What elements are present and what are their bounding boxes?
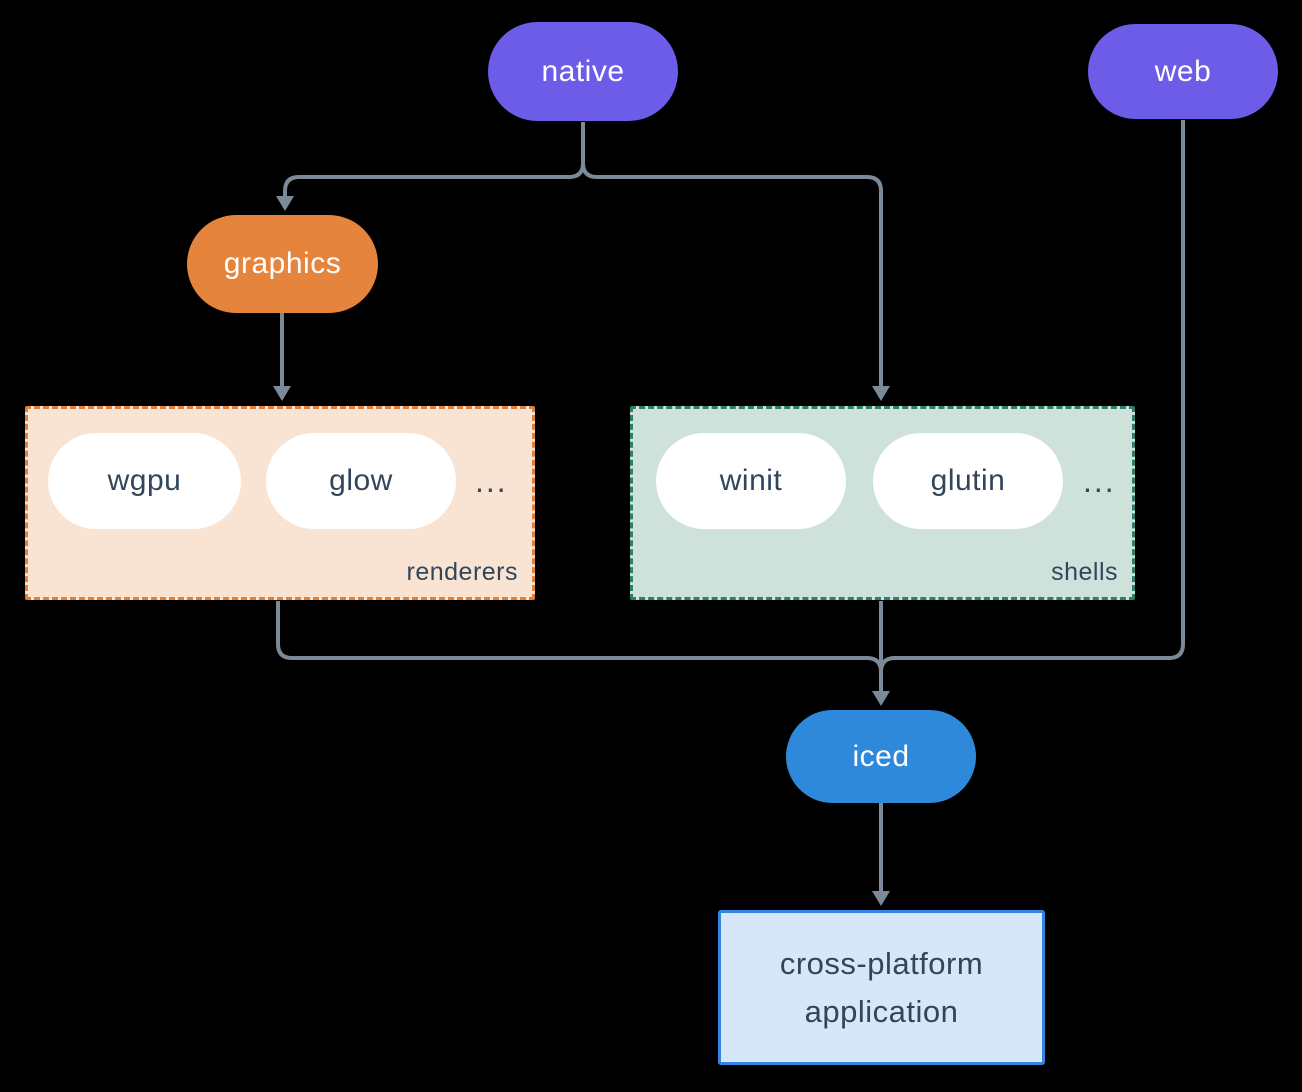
node-iced: iced bbox=[786, 710, 976, 803]
arrowhead-shells bbox=[872, 386, 890, 401]
arrowhead-application bbox=[872, 891, 890, 906]
node-native-label: native bbox=[541, 54, 625, 88]
node-winit-label: winit bbox=[719, 464, 783, 497]
node-winit: winit bbox=[656, 433, 846, 529]
edge-native-shells bbox=[581, 122, 883, 387]
shells-group-label: shells bbox=[1051, 558, 1118, 586]
group-shells: winit glutin ... shells bbox=[630, 406, 1135, 600]
node-wgpu: wgpu bbox=[48, 433, 241, 529]
node-glutin-label: glutin bbox=[930, 464, 1006, 497]
node-graphics-label: graphics bbox=[223, 247, 342, 280]
node-cross-platform-application: cross-platform application bbox=[718, 910, 1045, 1065]
edge-renderers-iced bbox=[276, 601, 883, 673]
node-glutin: glutin bbox=[873, 433, 1063, 529]
node-wgpu-label: wgpu bbox=[107, 464, 182, 497]
node-graphics: graphics bbox=[187, 215, 378, 313]
arrowhead-iced bbox=[872, 691, 890, 706]
application-label-line1: cross-platform bbox=[779, 945, 984, 981]
edge-native-graphics bbox=[283, 122, 585, 197]
node-iced-label: iced bbox=[852, 739, 910, 773]
group-renderers: wgpu glow ... renderers bbox=[25, 406, 535, 600]
renderers-group-label: renderers bbox=[406, 558, 518, 586]
shells-ellipsis: ... bbox=[1083, 462, 1116, 499]
node-web: web bbox=[1088, 24, 1278, 119]
node-glow: glow bbox=[266, 433, 456, 529]
arrowhead-renderers bbox=[273, 386, 291, 401]
renderers-ellipsis: ... bbox=[475, 462, 508, 499]
application-label-line2: application bbox=[804, 993, 959, 1029]
node-glow-label: glow bbox=[329, 464, 393, 497]
node-native: native bbox=[488, 22, 678, 121]
node-web-label: web bbox=[1154, 54, 1212, 88]
arrowhead-graphics bbox=[276, 196, 294, 211]
